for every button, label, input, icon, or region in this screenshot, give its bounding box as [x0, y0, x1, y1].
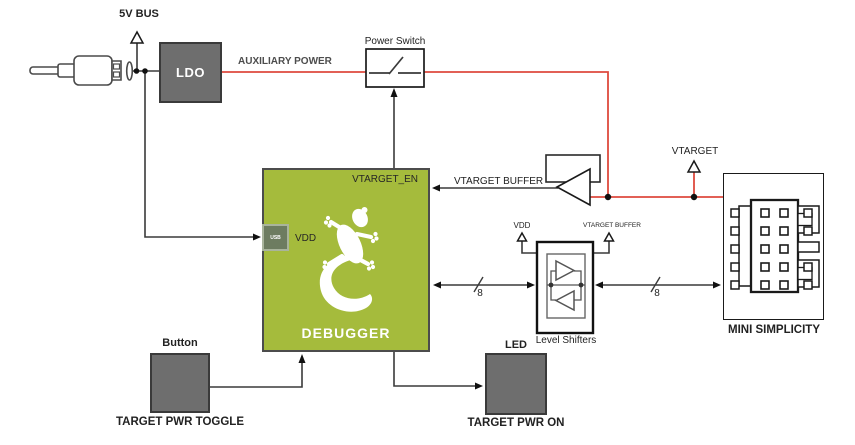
label-debugger-vdd: VDD [295, 233, 317, 244]
label-vtarget-en: VTARGET_EN [352, 174, 418, 185]
signal-wires [127, 43, 715, 388]
button-block [150, 353, 210, 413]
label-vtarget-buffer-wire: VTARGET BUFFER [454, 176, 544, 187]
mini-simplicity-block [723, 173, 824, 320]
label-bus-width-right: 8 [654, 288, 660, 299]
connector-pins-icon [730, 198, 820, 294]
label-power-switch: Power Switch [364, 36, 426, 47]
usb-port-box: USB [262, 224, 289, 251]
label-ls-vdd: VDD [513, 221, 531, 230]
label-auxiliary-power: AUXILIARY POWER [238, 56, 332, 67]
label-vtarget: VTARGET [671, 146, 719, 157]
label-mini-simplicity: MINI SIMPLICITY [728, 324, 820, 336]
power-rail-arrows [129, 30, 702, 242]
led-block [485, 353, 547, 415]
label-ls-vtarget-buffer: VTARGET BUFFER [583, 222, 641, 229]
debugger-block: VTARGET_EN USB VDD DEBUGGER [262, 168, 430, 352]
level-shifters-icon [535, 240, 595, 335]
usb-plug-icon [29, 55, 134, 86]
gecko-logo-icon [319, 207, 379, 312]
power-switch-icon [365, 48, 425, 88]
label-target-pwr-on: TARGET PWR ON [467, 417, 565, 429]
label-button: Button [162, 337, 198, 349]
usb-port-label: USB [270, 234, 281, 241]
ldo-block: LDO [159, 42, 222, 103]
power-wires [222, 71, 723, 198]
label-level-shifters: Level Shifters [535, 335, 597, 346]
label-led: LED [505, 339, 527, 351]
vtarget-buffer-icon [545, 154, 601, 207]
label-bus-width-left: 8 [477, 288, 483, 299]
debugger-title: DEBUGGER [301, 325, 391, 341]
ldo-label: LDO [176, 65, 205, 80]
junction-dots [133, 68, 698, 201]
label-target-pwr-toggle: TARGET PWR TOGGLE [116, 416, 244, 428]
arrowheads [253, 88, 721, 390]
bus-width-slashes [473, 276, 661, 293]
label-5v-bus: 5V BUS [119, 8, 159, 20]
